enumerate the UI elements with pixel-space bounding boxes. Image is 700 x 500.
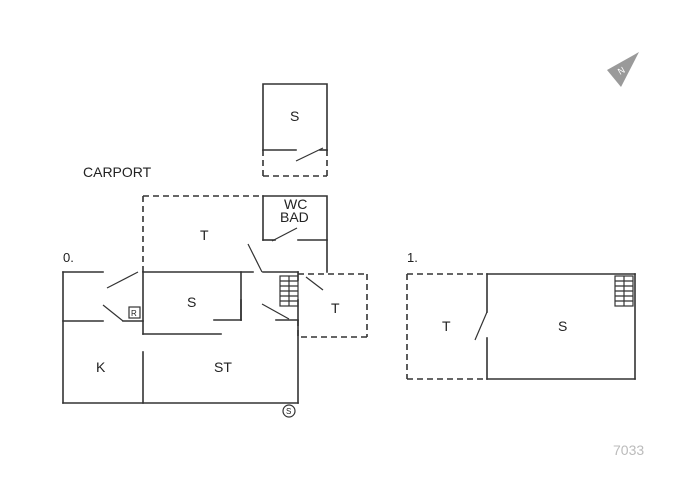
label-first-floor-t: T [442, 318, 451, 334]
label-room-s: S [187, 294, 196, 310]
label-living-room: ST [214, 359, 232, 375]
terrace-right [297, 273, 368, 338]
floor-label-ground: 0. [63, 250, 74, 265]
annex-building [262, 83, 328, 177]
stairs-icon [279, 275, 299, 307]
terrace-top [142, 195, 263, 273]
fridge-icon: R [128, 306, 141, 319]
label-kitchen: K [96, 359, 106, 375]
ground-floor: R S [62, 271, 299, 418]
stairs-icon [614, 275, 634, 307]
stove-icon: S [282, 404, 296, 418]
floor-label-first: 1. [407, 250, 418, 265]
wc-bad-room [262, 195, 328, 273]
first-floor [406, 273, 636, 380]
label-terrace-top: T [200, 227, 209, 243]
label-bad: BAD [280, 209, 309, 225]
label-carport: CARPORT [83, 164, 152, 180]
reference-number: 7033 [613, 442, 644, 458]
fridge-symbol: R [131, 309, 137, 318]
label-terrace-right: T [331, 300, 340, 316]
north-letter: N [616, 65, 627, 77]
north-arrow-icon: N [607, 52, 639, 87]
stove-symbol: S [286, 407, 291, 416]
label-annex-s: S [290, 108, 299, 124]
label-wc: WC [284, 196, 307, 212]
label-first-floor-s: S [558, 318, 567, 334]
